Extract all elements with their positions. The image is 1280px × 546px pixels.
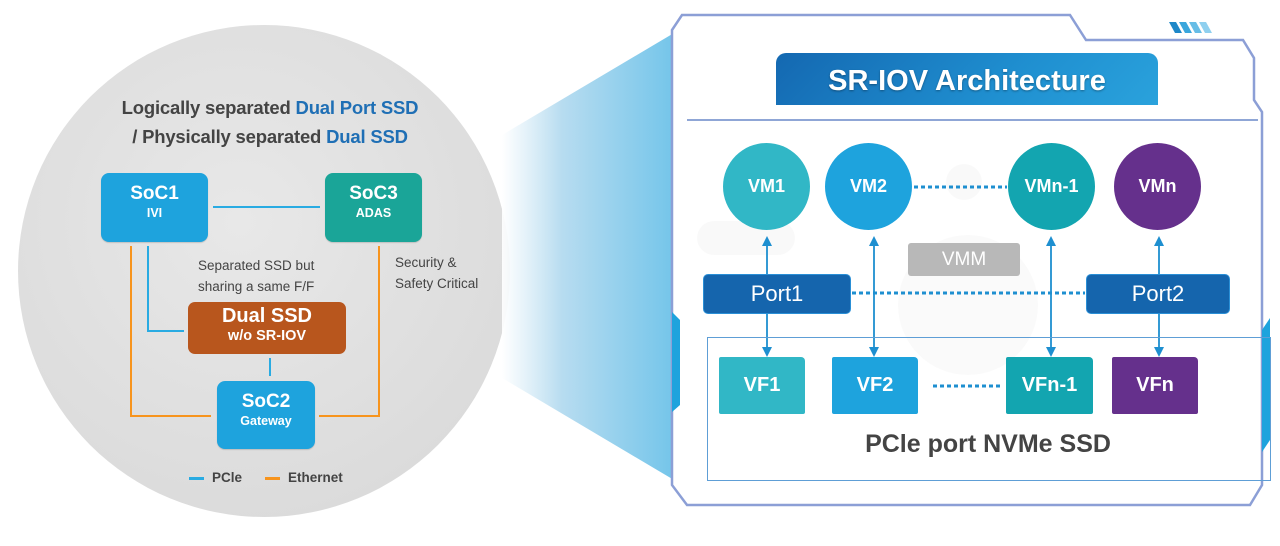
vm-node-n: VMn [1114, 143, 1201, 230]
nvme-ssd-label: PCle port NVMe SSD [865, 430, 1111, 458]
legend-ethernet-swatch [265, 476, 280, 480]
left-connections [130, 206, 380, 417]
node-soc2-name: SoC2 [241, 391, 291, 412]
title-line1-text: Logically separated [121, 97, 296, 118]
legend-pcie: PCle [189, 470, 242, 485]
nvme-ssd-container [707, 337, 1271, 481]
vf-block-n: VFn [1112, 357, 1198, 414]
vf-block-n-1-label: VFn-1 [1021, 374, 1078, 396]
vf-block-n-label: VFn [1136, 374, 1174, 396]
note-safety-line1: Security & [395, 255, 457, 270]
vf-block-2-label: VF2 [856, 374, 894, 396]
node-dual-ssd-name: Dual SSD [221, 305, 313, 327]
port-2: Port2 [1086, 274, 1230, 314]
legend-pcie-swatch [189, 476, 204, 480]
node-soc1: SoC1 IVI [101, 173, 208, 242]
legend-ethernet: Ethernet [265, 470, 343, 485]
node-soc3-name: SoC3 [349, 183, 398, 204]
right-accent-tab [1262, 318, 1270, 452]
vm-node-n-label: VMn [1138, 176, 1177, 196]
note-shared-ff-line2: sharing a same F/F [198, 279, 315, 294]
port-1: Port1 [703, 274, 851, 314]
vm-node-n-1: VMn-1 [1008, 143, 1095, 230]
node-dual-ssd: Dual SSD w/o SR-IOV [188, 302, 346, 354]
title-line1-highlight: Dual Port SSD [295, 97, 419, 118]
node-dual-ssd-sub: w/o SR-IOV [227, 328, 307, 344]
title-line2-highlight: Dual SSD [326, 126, 408, 147]
note-shared-ff: Separated SSD but sharing a same F/F [198, 255, 314, 297]
node-soc2: SoC2 Gateway [217, 381, 315, 449]
legend-ethernet-label: Ethernet [288, 470, 343, 485]
vm-node-2-label: VM2 [849, 176, 887, 196]
vf-block-1: VF1 [719, 357, 805, 414]
left-title-line1: Logically separated Dual Port SSD [60, 97, 480, 119]
note-shared-ff-line1: Separated SSD but [198, 258, 315, 273]
vf-block-n-1: VFn-1 [1006, 357, 1093, 414]
node-soc2-sub: Gateway [240, 414, 292, 428]
vm-node-2: VM2 [825, 143, 912, 230]
left-accent-tab [672, 312, 680, 412]
node-soc3: SoC3 ADAS [325, 173, 422, 242]
title-separator [687, 119, 1258, 121]
vmm-block: VMM [908, 243, 1020, 276]
vm-node-1: VM1 [723, 143, 810, 230]
node-soc1-name: SoC1 [130, 183, 179, 204]
vm-node-1-label: VM1 [747, 176, 785, 196]
vf-block-2: VF2 [832, 357, 918, 414]
ethernet-link-soc1-soc2 [130, 246, 211, 417]
corner-stripes-decoration [1169, 22, 1212, 33]
node-soc1-sub: IVI [146, 206, 163, 220]
note-safety: Security & Safety Critical [395, 252, 478, 294]
node-soc3-sub: ADAS [355, 206, 392, 220]
note-safety-line2: Safety Critical [395, 276, 479, 291]
left-title-line2: / Physically separated Dual SSD [60, 126, 480, 148]
legend-pcie-label: PCle [212, 470, 243, 485]
sriov-title: SR-IOV Architecture [776, 53, 1158, 105]
title-line2-text: / Physically separated [132, 126, 327, 147]
vm-node-n-1-label: VMn-1 [1024, 176, 1079, 196]
pcie-link-soc1-dualssd [147, 246, 184, 332]
vf-block-1-label: VF1 [743, 374, 781, 396]
ethernet-link-soc3-soc2 [319, 246, 380, 417]
